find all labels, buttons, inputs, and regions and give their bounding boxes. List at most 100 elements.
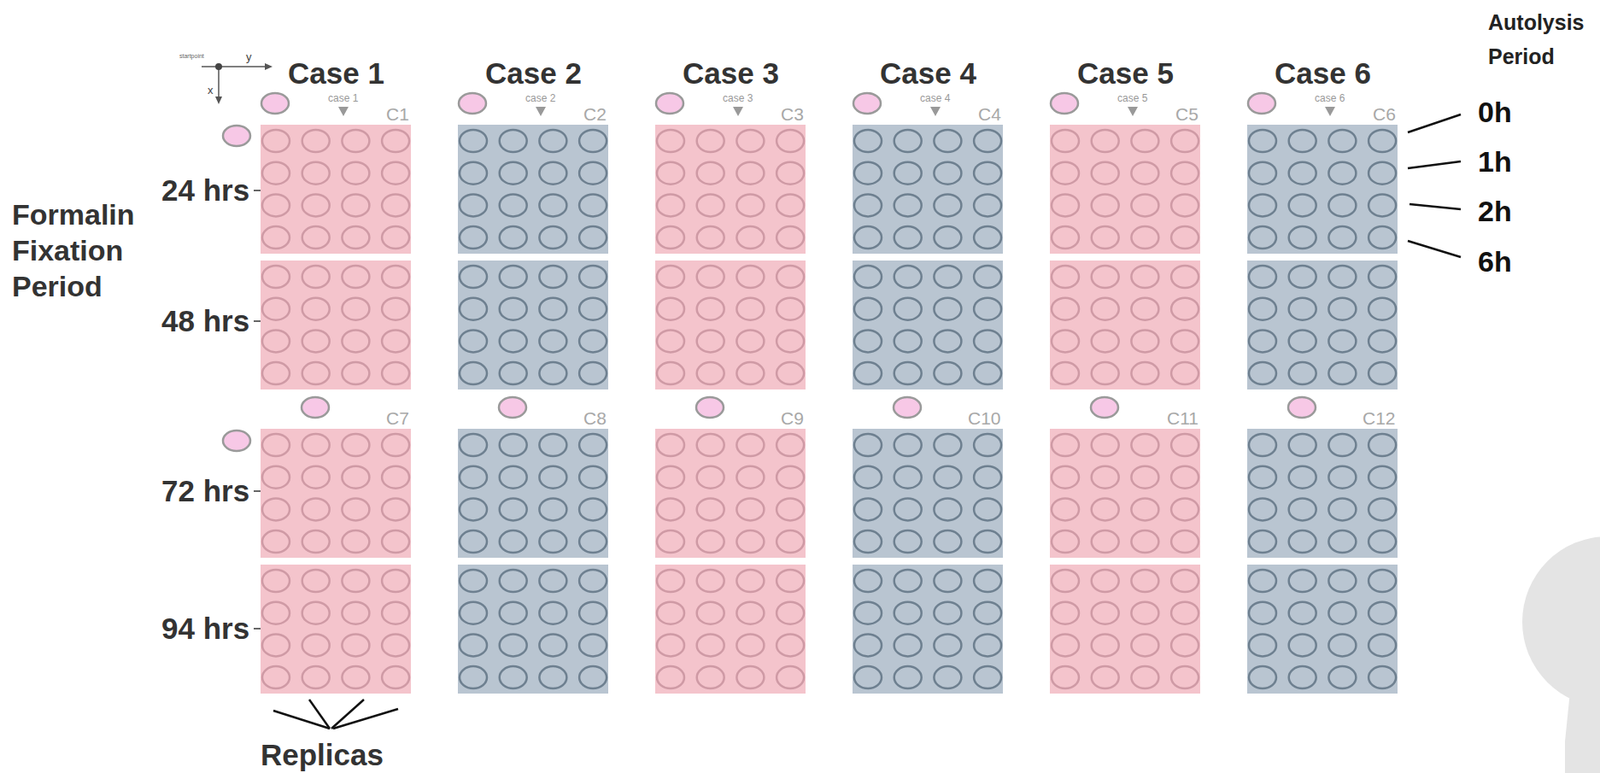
- replica-well: [1289, 362, 1317, 385]
- case-marker: [338, 106, 349, 117]
- row-label: 72 hrs: [161, 474, 250, 509]
- replica-well: [894, 498, 922, 521]
- replica-well: [736, 666, 764, 689]
- replica-well: [697, 433, 725, 457]
- replica-well: [1368, 298, 1396, 321]
- replica-well: [1328, 298, 1356, 321]
- replica-well: [1328, 129, 1356, 153]
- replica-well: [499, 666, 528, 689]
- replica-well: [302, 226, 330, 249]
- replica-well: [262, 433, 290, 457]
- replica-well: [1091, 633, 1120, 657]
- replica-well: [1171, 265, 1199, 288]
- replica-well: [499, 298, 528, 321]
- plate-id: C8: [583, 409, 607, 428]
- sample-oval: [301, 397, 329, 418]
- replica-well: [854, 329, 882, 352]
- replica-well: [302, 433, 330, 457]
- plate-id: C5: [1175, 105, 1199, 124]
- replica-well: [894, 433, 922, 457]
- replica-well: [933, 162, 962, 185]
- plate-block: [457, 564, 609, 694]
- replica-well: [341, 193, 370, 217]
- replica-well: [1051, 265, 1079, 288]
- replica-well: [499, 602, 528, 625]
- plate-block: [260, 428, 411, 558]
- replica-well: [1328, 193, 1356, 217]
- replica-well: [973, 162, 1002, 185]
- replica-well: [579, 162, 607, 185]
- replica-well: [1289, 530, 1317, 553]
- replica-well: [1171, 433, 1199, 457]
- replica-well: [656, 193, 685, 217]
- replica-well: [262, 129, 290, 153]
- replica-well: [262, 530, 290, 553]
- replica-well: [579, 666, 607, 689]
- replica-well: [933, 193, 962, 217]
- replica-well: [341, 569, 370, 592]
- sample-oval: [853, 93, 881, 114]
- replica-well: [459, 498, 487, 521]
- replica-well: [459, 666, 487, 689]
- replica-well: [341, 666, 370, 689]
- replica-well: [1091, 129, 1120, 153]
- replica-well: [499, 162, 528, 185]
- replica-well: [1171, 362, 1199, 385]
- case-heading: Case 5: [1077, 56, 1174, 91]
- sample-oval: [696, 397, 724, 418]
- replica-well: [1051, 433, 1079, 457]
- sample-oval: [261, 93, 289, 114]
- replica-well: [302, 193, 330, 217]
- plate-block: [1247, 260, 1398, 390]
- replica-well: [1091, 466, 1120, 489]
- replica-well: [1248, 193, 1277, 217]
- plate-id: C9: [780, 409, 804, 428]
- replica-well: [1171, 466, 1199, 489]
- replica-well: [1328, 226, 1356, 249]
- replica-well: [1171, 633, 1199, 657]
- plate-panel: case 1C1: [260, 124, 411, 390]
- axis-x-arrowhead: [215, 96, 223, 105]
- replica-well: [776, 362, 804, 385]
- replica-well: [973, 530, 1002, 553]
- replica-well: [854, 498, 882, 521]
- replica-well: [854, 226, 882, 249]
- replica-well: [1328, 466, 1356, 489]
- replica-well: [697, 602, 725, 625]
- replica-well: [381, 633, 410, 657]
- replica-well: [1171, 569, 1199, 592]
- replica-well: [302, 162, 330, 185]
- replica-well: [854, 569, 882, 592]
- replica-well: [894, 569, 922, 592]
- replica-well: [854, 602, 882, 625]
- replica-well: [1171, 530, 1199, 553]
- leader-line: [333, 709, 399, 729]
- replica-well: [1328, 633, 1356, 657]
- replica-well: [894, 666, 922, 689]
- replica-well: [894, 530, 922, 553]
- replica-well: [1131, 433, 1159, 457]
- replica-well: [381, 329, 410, 352]
- replica-well: [933, 362, 962, 385]
- sample-oval: [222, 430, 251, 452]
- plate-block: [457, 260, 609, 390]
- replica-well: [262, 226, 290, 249]
- case-tag: case 1: [328, 93, 358, 104]
- replica-well: [736, 193, 764, 217]
- plate-drawing: [655, 428, 806, 694]
- replica-well: [776, 433, 804, 457]
- replica-well: [459, 466, 487, 489]
- replica-well: [973, 226, 1002, 249]
- plate-panel: case 2C2: [457, 124, 609, 390]
- plate-block: [655, 260, 806, 390]
- sample-oval: [1050, 93, 1079, 114]
- replica-well: [381, 162, 410, 185]
- sample-oval: [222, 125, 251, 147]
- replica-well: [302, 498, 330, 521]
- case-heading: Case 4: [879, 56, 977, 91]
- replica-well: [973, 666, 1002, 689]
- replica-well: [973, 569, 1002, 592]
- watermark-stem: [1564, 674, 1600, 773]
- case-marker: [535, 106, 546, 117]
- replica-well: [1328, 329, 1356, 352]
